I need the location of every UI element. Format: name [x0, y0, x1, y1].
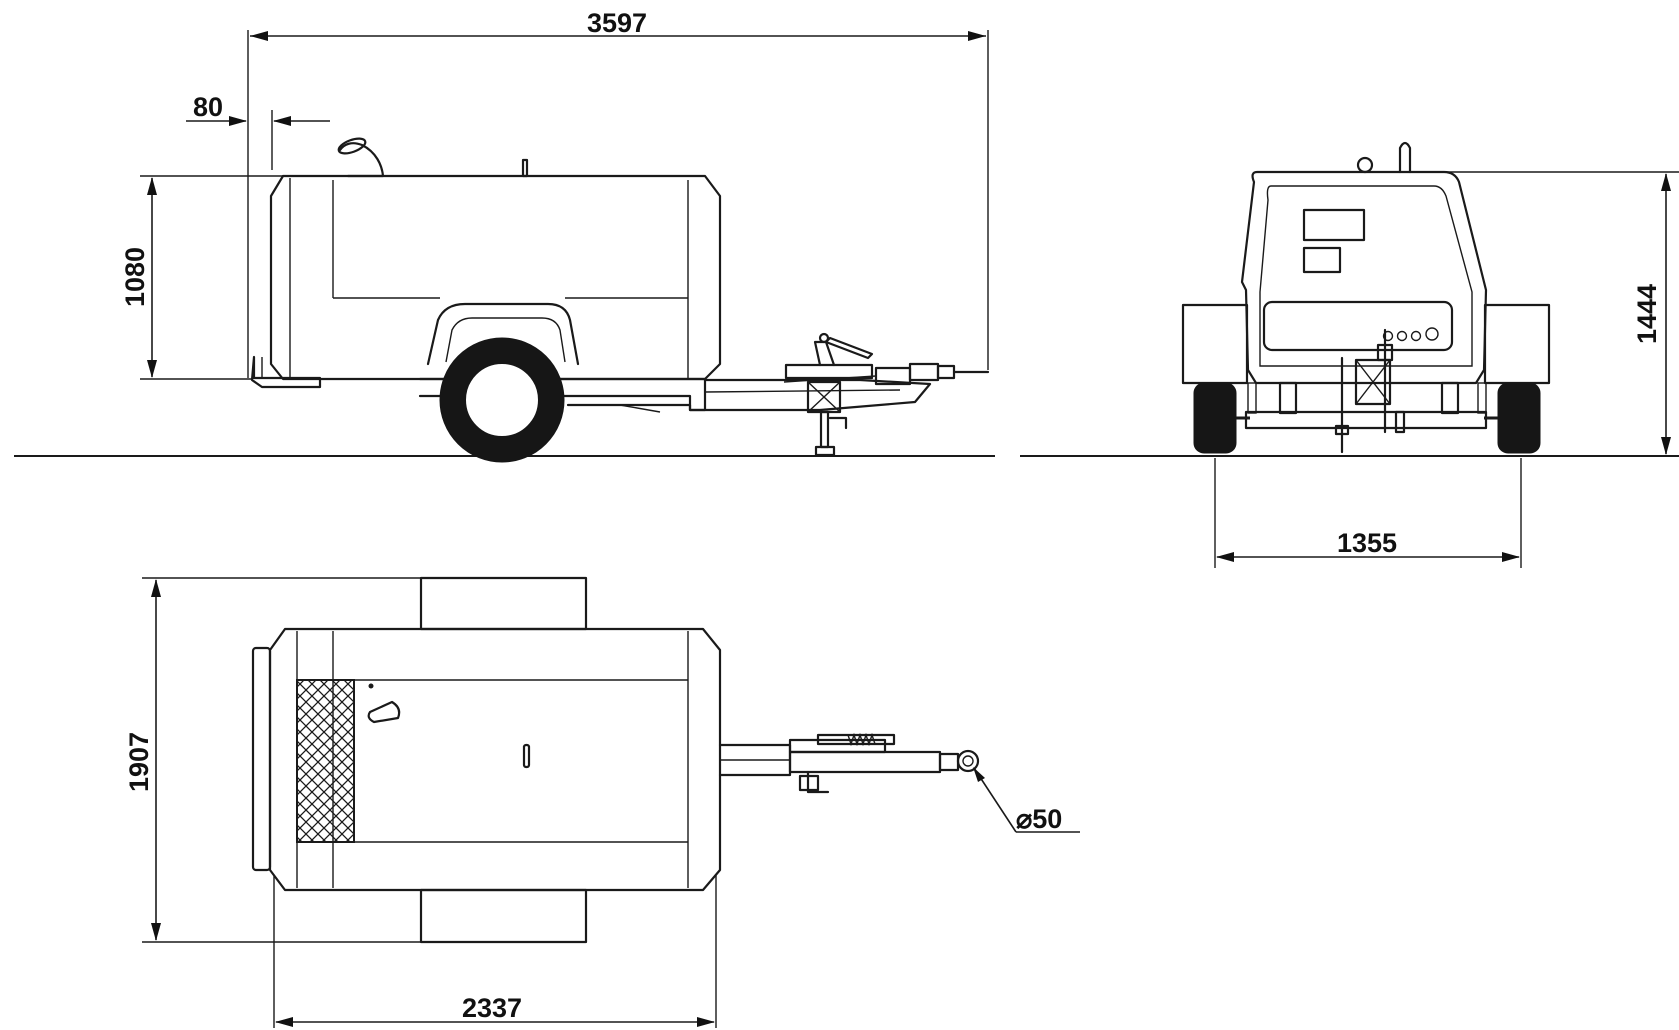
side-coupling: [783, 332, 990, 386]
front-axle: [1244, 410, 1488, 430]
dim-label-rear-offset: 80: [193, 92, 223, 122]
front-canopy: [1240, 170, 1488, 385]
front-right-wheel: [1497, 382, 1541, 454]
radiator-grille: [296, 679, 355, 843]
dimension-overall-height: 1444: [1632, 173, 1671, 455]
dimension-body-height: 1080: [120, 177, 157, 378]
dim-label-body-height: 1080: [120, 247, 150, 307]
filler-cap: [367, 700, 401, 724]
dim-label-body-length: 2337: [462, 993, 522, 1023]
dimension-overall-length: 3597: [250, 8, 986, 41]
front-left-wheel: [1193, 382, 1237, 454]
top-rear-bumper: [251, 646, 272, 872]
right-fender: [1483, 303, 1551, 385]
top-coupling-spring: [816, 733, 896, 746]
dimension-body-length: 2337: [275, 993, 715, 1027]
lift-slot: [522, 743, 531, 769]
front-panel-upper: [1302, 208, 1366, 242]
wheel-arch: [426, 302, 580, 366]
front-coupling: [1334, 328, 1406, 454]
dim-label-overall-width: 1907: [124, 732, 154, 792]
dimension-eye-diameter: ⌀50: [973, 767, 1080, 834]
rear-bumper: [250, 355, 322, 389]
dim-label-eye-diameter: ⌀50: [1016, 804, 1062, 834]
support-leg: [806, 380, 848, 457]
top-fender-lower: [419, 888, 588, 944]
front-panel-lower: [1302, 246, 1342, 274]
exhaust-pipe: [338, 142, 385, 178]
side-view: 3597 80 1080: [14, 8, 995, 463]
dimension-rear-offset: 80: [186, 92, 330, 126]
dim-label-track-width: 1355: [1337, 528, 1397, 558]
dim-label-overall-height: 1444: [1632, 284, 1662, 344]
drawbar: [566, 378, 932, 412]
towing-eye: [956, 749, 980, 773]
dimension-track-width: 1355: [1216, 528, 1520, 562]
top-view: ⌀50 1907 2337: [124, 576, 1080, 1028]
left-fender: [1181, 303, 1249, 385]
dim-label-overall-length: 3597: [587, 8, 647, 38]
front-control-panel: [1262, 300, 1454, 352]
front-view: 1444 1355: [1020, 141, 1679, 568]
top-fender-upper: [419, 576, 588, 631]
dimension-overall-width: 1907: [124, 579, 161, 941]
side-wheel: [439, 337, 565, 463]
